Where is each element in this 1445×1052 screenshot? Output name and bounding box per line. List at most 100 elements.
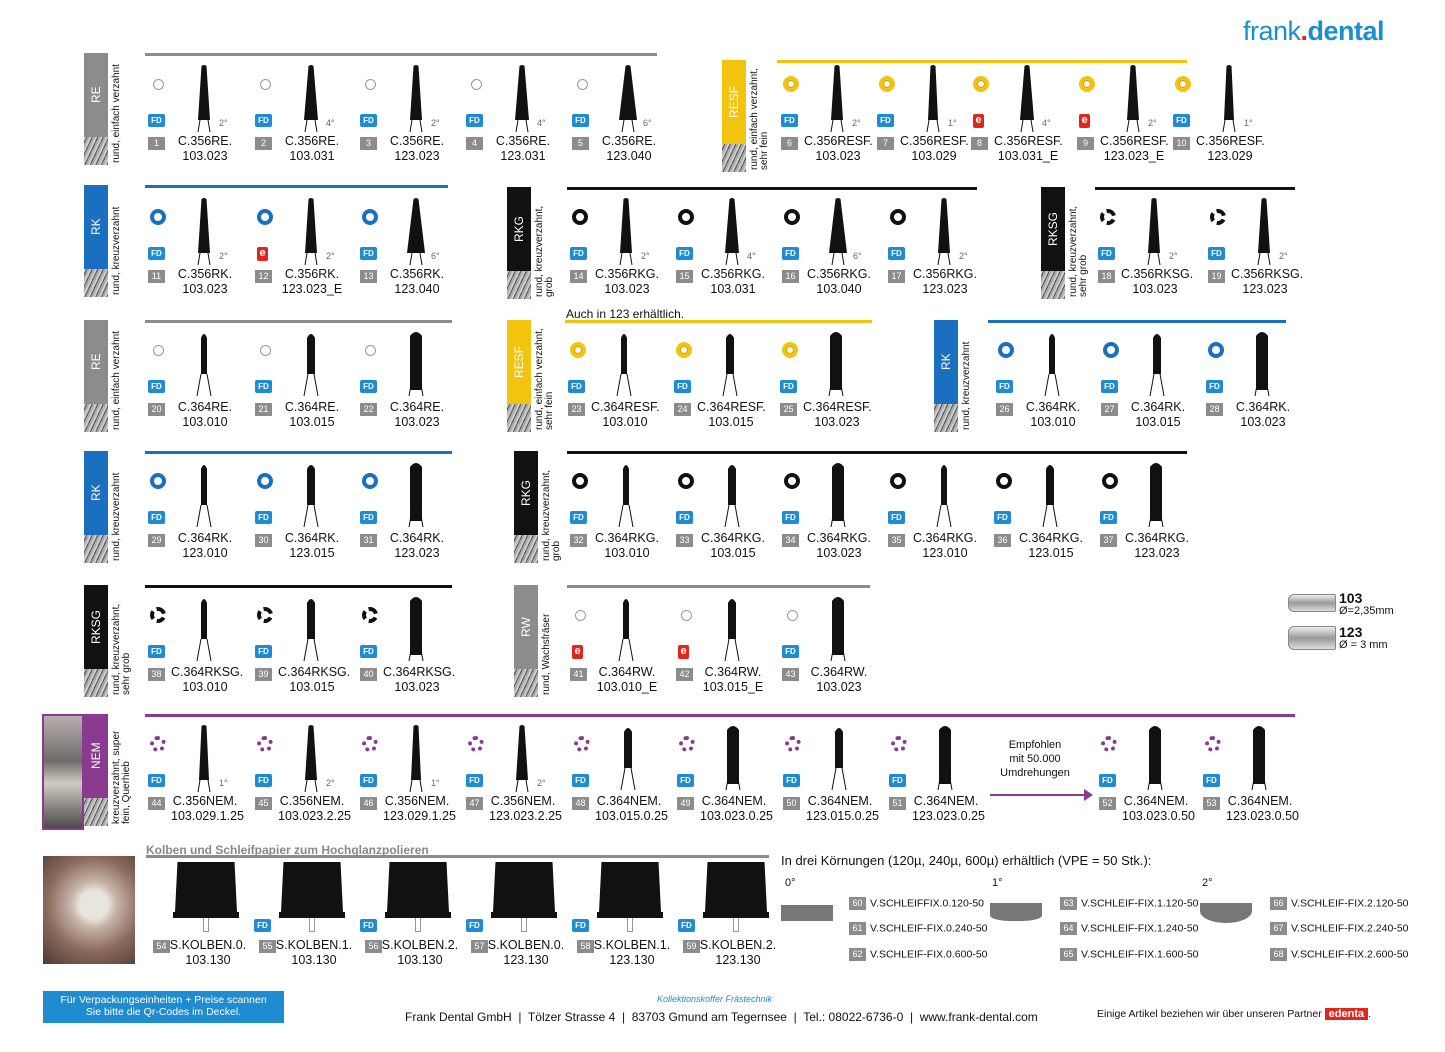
bur-head xyxy=(1153,334,1161,374)
item-code: C.356RKG. xyxy=(595,267,659,281)
item-number: 34 xyxy=(782,534,799,547)
item-name: C.364RESF.103.010 xyxy=(591,400,660,430)
bur-head xyxy=(928,65,938,120)
kolben-line xyxy=(146,855,769,858)
group-line xyxy=(145,714,1295,717)
item-code: S.KOLBEN.1. xyxy=(275,938,353,952)
kolben-stem xyxy=(415,918,421,932)
deg-2-label: 2° xyxy=(1202,877,1213,889)
bur-head xyxy=(307,599,315,639)
bur-neck xyxy=(937,767,953,791)
item-size: 103.023 xyxy=(814,415,860,429)
group-line xyxy=(1095,187,1295,190)
bur-neck xyxy=(1126,119,1140,133)
group-tab-9: RKG xyxy=(514,451,538,535)
bur-neck xyxy=(619,252,633,266)
texture-image xyxy=(507,404,531,432)
texture-image xyxy=(514,535,538,563)
fd-badge: FD xyxy=(1099,774,1116,787)
fd-badge: FD xyxy=(678,919,695,932)
bur-head xyxy=(411,725,421,780)
bur-icon xyxy=(407,198,425,266)
bur-neck xyxy=(408,638,424,662)
item-code: C.364RW. xyxy=(704,665,762,679)
group-line xyxy=(145,585,452,588)
item-size: 123.023 xyxy=(922,282,968,296)
grit-ring-icon xyxy=(260,79,271,90)
item-code: C.356RE. xyxy=(389,134,445,148)
bur-neck xyxy=(196,373,212,397)
fd-badge: FD xyxy=(572,774,589,787)
grit-ring-icon xyxy=(574,736,590,752)
bur-icon xyxy=(196,334,212,397)
texture-image xyxy=(84,535,108,563)
item-size: 123.023 xyxy=(394,149,440,163)
bur-neck xyxy=(1254,373,1270,397)
group-tab-8: RK xyxy=(84,451,108,535)
item-code: C.356RK. xyxy=(389,267,445,281)
bur-head xyxy=(201,599,207,639)
grit-ring-icon xyxy=(257,607,273,623)
group-code: RE xyxy=(89,353,103,371)
bur-icon xyxy=(1149,334,1165,397)
item-name: C.356RE.123.040 xyxy=(595,134,663,164)
bur-icon xyxy=(409,725,423,793)
angle-label: 2° xyxy=(959,251,968,261)
group-code: RW xyxy=(519,617,533,637)
bur-neck xyxy=(1251,767,1267,791)
e-badge: e xyxy=(572,645,583,659)
group-desc: rund, Wachsfräser xyxy=(541,613,552,695)
item-code: C.356RESF. xyxy=(1100,134,1169,148)
item-code: C.364RK. xyxy=(177,531,233,545)
item-number: 47 xyxy=(466,797,483,810)
item-size: 123.023_E xyxy=(1103,149,1165,163)
group-tab-1: RESF xyxy=(722,60,746,144)
item-size: 103.015 xyxy=(1135,415,1181,429)
group-code: RKG xyxy=(519,480,533,507)
item-number: 7 xyxy=(877,137,894,150)
bur-head xyxy=(619,65,637,120)
fd-badge: FD xyxy=(570,247,587,260)
item-code: C.356RESF. xyxy=(804,134,873,148)
item-number: 41 xyxy=(570,668,587,681)
edenta-logo: edenta xyxy=(1324,1008,1369,1020)
kolben-stem xyxy=(627,918,633,932)
bur-icon xyxy=(1042,465,1058,528)
item-code: C.356RE. xyxy=(601,134,657,148)
bur-head xyxy=(198,198,210,253)
kolben-rim xyxy=(597,912,663,918)
bur-head xyxy=(305,198,317,253)
also-123-note: Auch in 123 erhältlich. xyxy=(566,307,685,321)
grit-ring-icon xyxy=(1102,473,1118,489)
item-size: 103.023.0.50 xyxy=(1122,809,1195,823)
item-number: 2 xyxy=(255,137,272,150)
grit-ring-icon xyxy=(1175,76,1191,92)
item-code: C.356RK. xyxy=(284,267,340,281)
item-size: 103.023 xyxy=(394,680,440,694)
item-number: 14 xyxy=(570,270,587,283)
item-name: C.356RKG.103.040 xyxy=(805,267,873,297)
fd-badge: FD xyxy=(360,645,377,658)
item-size: 103.023 xyxy=(604,282,650,296)
bur-icon xyxy=(1254,332,1270,397)
bur-icon xyxy=(830,65,844,133)
grit-ring-icon xyxy=(679,736,695,752)
grit-ring-icon xyxy=(365,345,376,356)
fd-badge: FD xyxy=(1098,247,1115,260)
item-size: 103.015.0.25 xyxy=(595,809,668,823)
item-number: 36 xyxy=(994,534,1011,547)
schleif-code: V.SCHLEIF-FIX.2.120-50 xyxy=(1291,897,1409,910)
item-code: C.356NEM. xyxy=(172,794,238,808)
item-number: 65 xyxy=(1060,948,1077,961)
item-number: 64 xyxy=(1060,922,1077,935)
item-name: C.364RKG.103.015 xyxy=(699,531,767,561)
item-size: 123.130 xyxy=(609,953,655,967)
bur-neck xyxy=(722,373,738,397)
